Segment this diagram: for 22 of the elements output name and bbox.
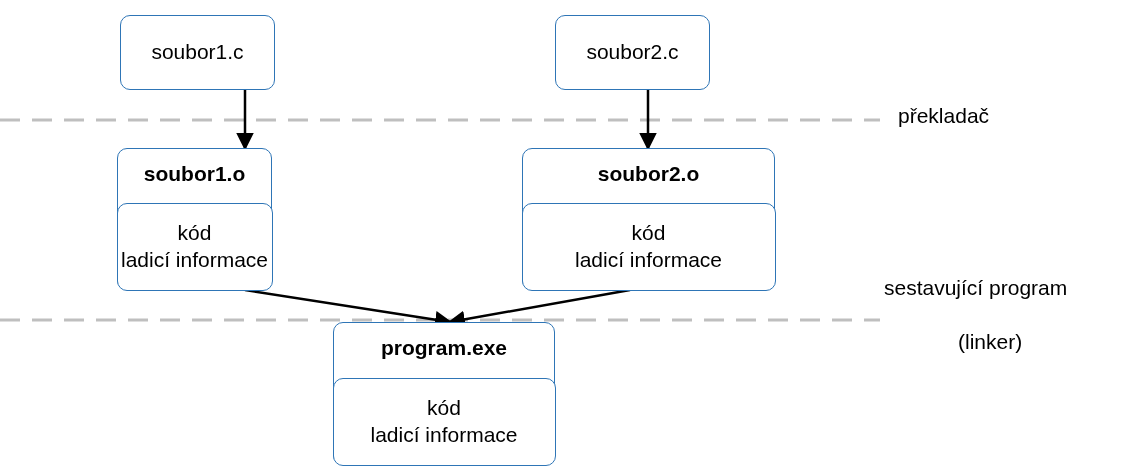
- file-name: soubor2.o: [597, 161, 700, 187]
- file-name: program.exe: [380, 335, 508, 361]
- content-text: ladicí informace: [370, 421, 518, 448]
- stage-label: překladač: [898, 104, 990, 128]
- file-name: soubor1.o: [143, 161, 246, 187]
- content-text: kód: [631, 220, 666, 247]
- stage-label: sestavující program: [884, 276, 1068, 300]
- source-file-box: [555, 15, 710, 90]
- file-name: soubor2.c: [586, 39, 679, 66]
- content-section: [521, 202, 776, 291]
- file-box: [117, 148, 272, 290]
- content-text: ladicí informace: [120, 246, 269, 273]
- file-name: soubor1.c: [151, 39, 244, 66]
- content-text: ladicí informace: [574, 246, 723, 273]
- content-section: [332, 377, 556, 466]
- source-file-box: [120, 15, 275, 90]
- file-box: [333, 322, 555, 465]
- content-text: kód: [177, 220, 212, 247]
- file-box: [522, 148, 775, 290]
- content-section: [116, 202, 273, 291]
- stage-label: (linker): [958, 330, 1023, 354]
- content-text: kód: [427, 395, 461, 422]
